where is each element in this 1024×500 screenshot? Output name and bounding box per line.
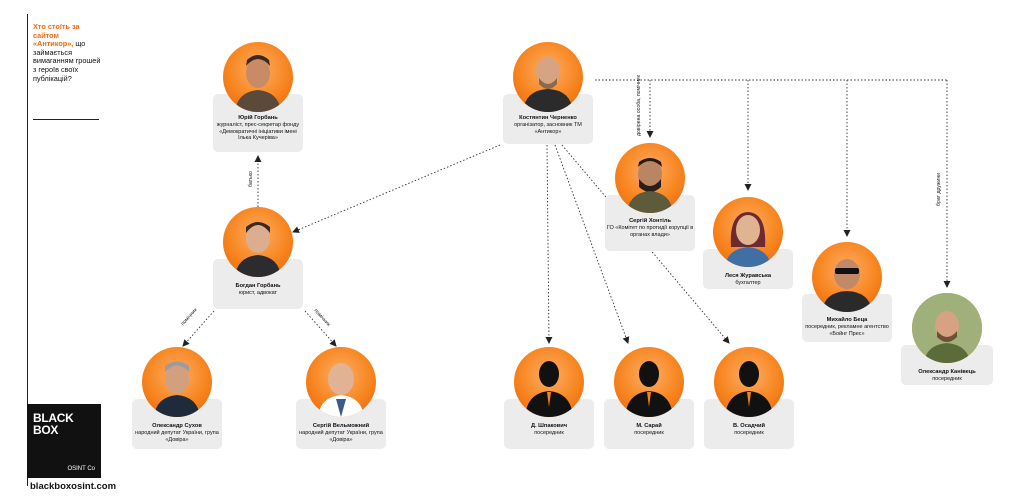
node-name: В. Осадчий (733, 423, 765, 429)
node-role: посередник (734, 430, 764, 436)
edge-chernenko-shpakovych (545, 144, 553, 344)
person-photo-icon (713, 197, 783, 267)
node-role: ГО «Комітет по протидії корупції в орган… (606, 225, 694, 238)
node-name: Сергій Хонтіль (629, 218, 671, 224)
edge-label-friend: брат дружини (936, 172, 942, 206)
node-osadchyi[interactable]: В. Осадчий посередник (704, 347, 794, 449)
person-photo-icon (223, 207, 293, 277)
node-khontil[interactable]: Сергій Хонтіль ГО «Комітет по протидії к… (605, 143, 695, 251)
person-silhouette-icon (514, 347, 584, 417)
node-sarai[interactable]: М. Сарай посередник (604, 347, 694, 449)
node-name: Михайло Беца (826, 317, 868, 323)
node-name: Юрій Горбань (238, 115, 278, 121)
header-question: Хто стоїть за сайтом «Антикор», що займа… (33, 22, 101, 83)
node-horban-yurii[interactable]: Юрій Горбань журналіст, прес-секретар фо… (213, 42, 303, 152)
person-silhouette-icon (714, 347, 784, 417)
node-role: посередник, рекламне агентство «Бойнг Пр… (805, 324, 889, 337)
edge-label-helper-left: помічник (180, 307, 199, 328)
node-sukhov[interactable]: Олександр Сухов народний депутат України… (132, 347, 222, 449)
node-name: Богдан Горбань (235, 283, 281, 289)
question-rest: що займається вимаганням грошей з героїв… (33, 39, 101, 83)
node-name: М. Сарай (636, 423, 662, 429)
node-name: Д. Шпакович (530, 423, 568, 429)
node-role: народний депутат України, група «Довіра» (135, 430, 219, 443)
node-name: Леся Журавська (724, 273, 772, 279)
edge-label-helper-right: помічник (312, 308, 332, 328)
node-zhuravska[interactable]: Леся Журавська бухгалтер (703, 197, 793, 289)
left-divider (27, 14, 28, 486)
person-photo-icon (513, 42, 583, 112)
header-rule (33, 119, 99, 120)
node-velmozhnyi[interactable]: Сергій Вельможний народний депутат Украї… (296, 347, 386, 449)
node-role: журналіст, прес-секретар фонду «Демократ… (216, 122, 300, 142)
node-role: юрист, адвокат (238, 290, 278, 296)
node-role: посередник (634, 430, 664, 436)
edge-label-trusted: довірена особа, помічник (636, 75, 642, 136)
node-name: Олександр Сухов (152, 423, 202, 429)
node-role: народний депутат України, група «Довіра» (299, 430, 383, 443)
node-shpakovych[interactable]: Д. Шпакович посередник (504, 347, 594, 449)
node-kanivets[interactable]: Олександр Канівець посередник (901, 293, 993, 385)
question-highlight: Хто стоїть за сайтом «Антикор», (33, 22, 80, 49)
person-photo-icon (812, 242, 882, 312)
blackbox-logo: BLACK BOX OSINT Co (27, 404, 101, 478)
person-silhouette-icon (614, 347, 684, 417)
website-link[interactable]: blackboxosint.com (30, 481, 117, 492)
node-betsa[interactable]: Михайло Беца посередник, рекламне агентс… (802, 242, 892, 342)
node-role: посередник (534, 430, 564, 436)
person-photo-icon (142, 347, 212, 417)
person-photo-icon (306, 347, 376, 417)
node-name: Олександр Канівець (918, 369, 976, 375)
logo-tag: OSINT Co (67, 466, 95, 472)
node-chernenko[interactable]: Костянтин Черненко організатор, засновни… (503, 42, 593, 144)
person-photo-icon (912, 293, 982, 363)
person-photo-icon (223, 42, 293, 112)
node-role: організатор, засновник ТМ «Антикор» (514, 122, 582, 135)
person-photo-icon (615, 143, 685, 213)
edge-chernenko-bohdan (292, 144, 501, 233)
node-role: посередник (932, 376, 962, 382)
node-role: бухгалтер (735, 280, 761, 286)
logo-line1: BLACK (33, 411, 74, 425)
edge-label-father: батько (248, 171, 254, 187)
node-name: Костянтин Черненко (519, 115, 577, 121)
logo-line2: BOX (33, 423, 59, 437)
node-name: Сергій Вельможний (312, 423, 370, 429)
node-horban-bohdan[interactable]: Богдан Горбань юрист, адвокат (213, 207, 303, 309)
